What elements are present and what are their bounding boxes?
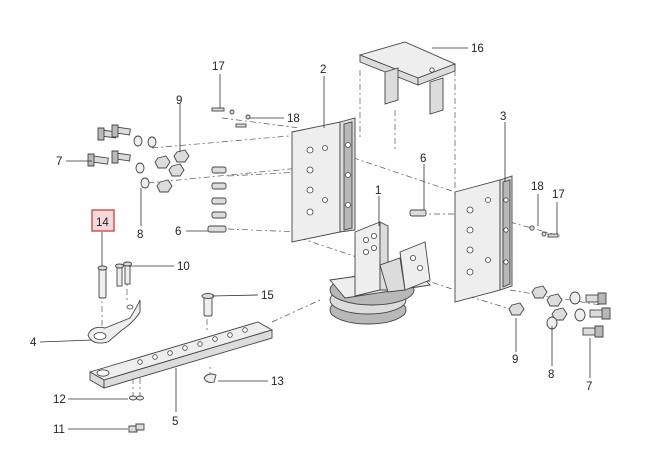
label-part-18-right: 18 bbox=[531, 181, 544, 193]
right-bolts-part-7 bbox=[582, 292, 611, 338]
right-washers-part-8 bbox=[546, 291, 586, 330]
label-part-16: 16 bbox=[471, 43, 484, 55]
part-13-clip bbox=[203, 373, 217, 383]
label-part-11: 11 bbox=[53, 424, 65, 436]
left-bolts-part-7 bbox=[87, 124, 131, 167]
label-part-13: 13 bbox=[271, 376, 284, 388]
label-part-18-left: 18 bbox=[287, 113, 300, 125]
part-4-clevis bbox=[87, 299, 141, 344]
label-part-7-right: 7 bbox=[586, 381, 592, 393]
label-part-8-right: 8 bbox=[548, 369, 554, 381]
part-labels: 1 2 3 4 5 6 6 7 7 8 8 9 9 10 11 12 13 14… bbox=[30, 43, 592, 436]
label-part-12: 12 bbox=[53, 394, 66, 406]
label-part-8-left: 8 bbox=[137, 229, 143, 241]
part-1-hitch-block bbox=[329, 221, 431, 325]
part-10-bolts bbox=[115, 261, 132, 287]
label-part-9-right: 9 bbox=[512, 354, 518, 366]
label-part-14: 14 bbox=[96, 217, 109, 229]
left-nuts-part-9 bbox=[154, 149, 190, 193]
part-15-clevis-pin bbox=[201, 293, 215, 317]
right-small-bolts-part-17-18 bbox=[529, 225, 559, 238]
label-part-10: 10 bbox=[177, 261, 190, 273]
left-pins-part-6 bbox=[207, 166, 227, 233]
label-part-4: 4 bbox=[30, 337, 37, 349]
label-part-15: 15 bbox=[261, 290, 274, 302]
leader-lines bbox=[39, 47, 591, 430]
right-nuts-part-9 bbox=[508, 285, 568, 321]
part-5-drawbar bbox=[88, 321, 274, 389]
part-3-right-bracket bbox=[454, 175, 513, 303]
left-small-bolts-part-17-18 bbox=[211, 107, 251, 128]
left-washers-part-8 bbox=[133, 135, 157, 189]
label-part-17-right: 17 bbox=[552, 189, 565, 201]
part-2-left-bracket bbox=[291, 117, 356, 243]
label-part-1: 1 bbox=[375, 185, 381, 197]
label-part-17-left: 17 bbox=[212, 61, 225, 73]
part-14-pin bbox=[97, 265, 108, 299]
part-16-cover-plate bbox=[358, 41, 457, 115]
parts-11-12-nuts-washers bbox=[128, 395, 145, 433]
label-part-5: 5 bbox=[172, 416, 178, 428]
right-pin-part-6 bbox=[409, 209, 427, 217]
label-part-6-right: 6 bbox=[420, 153, 426, 165]
label-part-9-left: 9 bbox=[176, 95, 182, 107]
highlight-box-part-14 bbox=[91, 209, 115, 232]
label-part-7-left: 7 bbox=[56, 156, 62, 168]
label-part-2: 2 bbox=[320, 64, 326, 76]
label-part-3: 3 bbox=[500, 111, 506, 123]
label-part-6-left: 6 bbox=[175, 226, 181, 238]
